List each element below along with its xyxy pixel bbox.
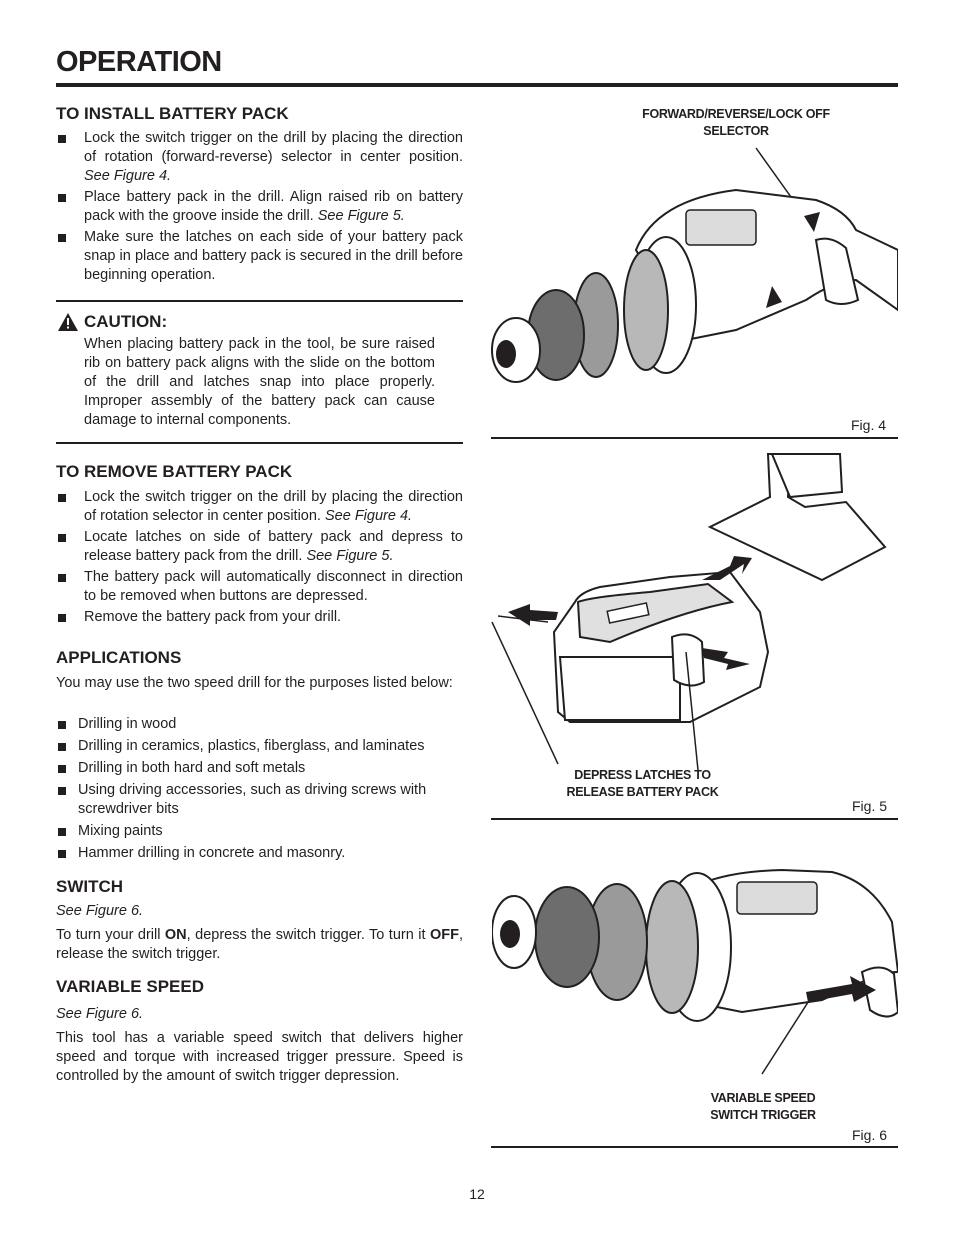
figure-rule — [491, 818, 898, 820]
caution-title: CAUTION: — [84, 312, 168, 331]
drill-illustration-fig4 — [491, 147, 898, 383]
divider — [56, 442, 463, 444]
list-item: Drilling in ceramics, plastics, fibergla… — [56, 737, 463, 756]
page-number: 12 — [469, 1186, 485, 1202]
remove-list: Lock the switch trigger on the drill by … — [56, 488, 463, 629]
battery-illustration-fig5 — [491, 453, 887, 771]
variable-speed-text: This tool has a variable speed switch th… — [56, 1030, 463, 1084]
list-item: Make sure the latches on each side of yo… — [56, 228, 463, 285]
fig4-label: Fig. 4 — [851, 417, 887, 433]
header-rule — [56, 83, 898, 87]
caution-text: When placing battery pack in the tool, b… — [84, 336, 435, 428]
switch-text: To turn your drill ON, depress the switc… — [56, 927, 463, 962]
variable-speed-ref: See Figure 6. — [56, 1006, 144, 1022]
variable-speed-heading: VARIABLE SPEED — [56, 977, 204, 996]
applications-list: Drilling in wood Drilling in ceramics, p… — [56, 715, 463, 866]
fig4-callout: FORWARD/REVERSE/LOCK OFF SELECTOR — [642, 107, 830, 138]
list-item: The battery pack will automatically disc… — [56, 568, 463, 606]
remove-heading: TO REMOVE BATTERY PACK — [56, 462, 293, 481]
list-item: Using driving accessories, such as drivi… — [56, 781, 463, 819]
list-item: Mixing paints — [56, 822, 463, 841]
fig5-label: Fig. 5 — [852, 798, 888, 814]
applications-intro: You may use the two speed drill for the … — [56, 675, 453, 691]
list-item: Drilling in wood — [56, 715, 463, 734]
page-title: OPERATION — [56, 46, 222, 78]
list-item: Drilling in both hard and soft metals — [56, 759, 463, 778]
list-item: Locate latches on side of battery pack a… — [56, 528, 463, 566]
figure-rule — [491, 1146, 898, 1148]
install-heading: TO INSTALL BATTERY PACK — [56, 104, 289, 123]
divider — [56, 300, 463, 302]
install-list: Lock the switch trigger on the drill by … — [56, 129, 463, 287]
fig5-callout: DEPRESS LATCHES TO RELEASE BATTERY PACK — [566, 768, 719, 799]
switch-ref: See Figure 6. — [56, 903, 144, 919]
fig6-callout: VARIABLE SPEED SWITCH TRIGGER — [710, 1091, 816, 1122]
list-item: Place battery pack in the drill. Align r… — [56, 188, 463, 226]
figure-rule — [491, 437, 898, 439]
list-item: Remove the battery pack from your drill. — [56, 608, 463, 627]
list-item: Hammer drilling in concrete and masonry. — [56, 844, 463, 863]
warning-icon — [58, 313, 78, 331]
applications-heading: APPLICATIONS — [56, 648, 182, 667]
list-item: Lock the switch trigger on the drill by … — [56, 129, 463, 186]
list-item: Lock the switch trigger on the drill by … — [56, 488, 463, 526]
drill-illustration-fig6 — [492, 868, 898, 1075]
switch-heading: SWITCH — [56, 877, 124, 896]
fig6-label: Fig. 6 — [852, 1127, 888, 1143]
